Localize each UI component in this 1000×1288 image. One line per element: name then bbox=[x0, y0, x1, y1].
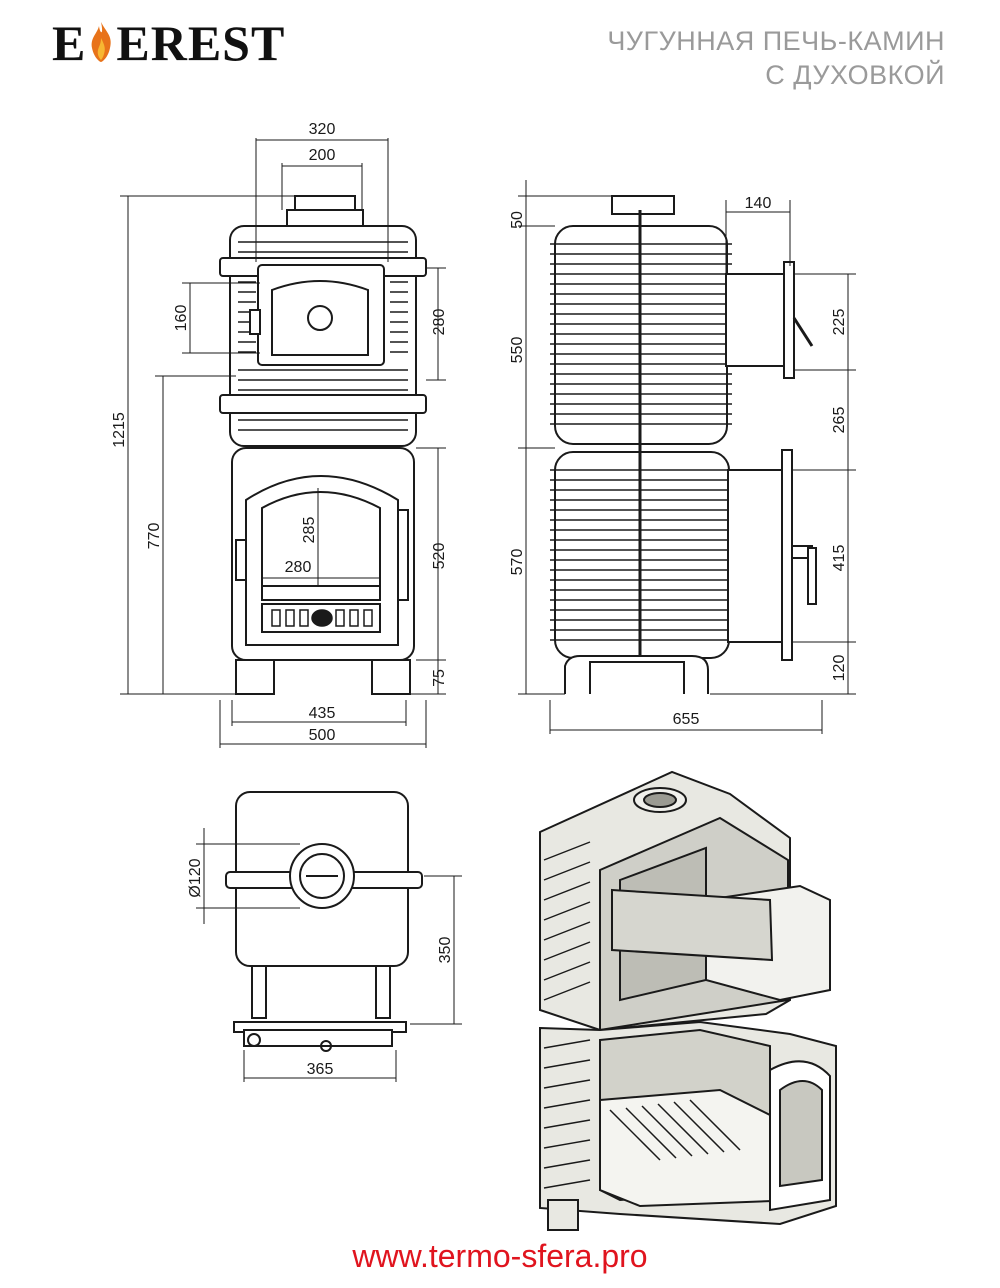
brand-logo: E EREST bbox=[52, 14, 285, 72]
logo-text-rest: EREST bbox=[116, 15, 286, 71]
dim-side-lower-body: 570 bbox=[509, 549, 526, 576]
dim-side-upper-body: 550 bbox=[509, 337, 526, 364]
dim-side-overall-depth: 655 bbox=[673, 711, 700, 728]
dim-side-collar: 50 bbox=[509, 211, 526, 229]
front-dimension-lines bbox=[120, 138, 446, 748]
dim-side-oven-door: 225 bbox=[831, 309, 848, 336]
dim-front-base-width: 435 bbox=[309, 705, 336, 722]
heading-line-2: С ДУХОВКОЙ bbox=[765, 60, 945, 90]
side-view bbox=[550, 195, 817, 694]
website-url[interactable]: www.termo-sfera.pro bbox=[352, 1238, 648, 1274]
cutaway-view bbox=[539, 770, 837, 1231]
dim-top-body-depth: 350 bbox=[437, 937, 454, 964]
dim-front-top-width: 320 bbox=[309, 121, 336, 138]
dim-front-glass-width: 280 bbox=[285, 559, 312, 576]
dim-front-oven-height: 160 bbox=[173, 305, 190, 332]
dim-side-gap: 265 bbox=[831, 407, 848, 434]
dim-side-oven-depth: 140 bbox=[745, 195, 772, 212]
dim-front-overall-height: 1215 bbox=[111, 412, 128, 448]
dim-front-flue-width: 200 bbox=[309, 147, 336, 164]
top-dimension-lines bbox=[196, 828, 462, 1082]
side-dimension-lines bbox=[518, 180, 856, 734]
heading-line-1: ЧУГУННАЯ ПЕЧЬ-КАМИН bbox=[607, 26, 945, 56]
front-view bbox=[219, 195, 427, 695]
dim-top-flue-diameter: Ø120 bbox=[187, 858, 204, 897]
dim-side-door-height: 415 bbox=[831, 545, 848, 572]
side-dimension-labels: 50 140 550 225 265 570 415 120 655 bbox=[509, 195, 848, 728]
dim-front-legs: 75 bbox=[431, 669, 448, 687]
flame-icon bbox=[92, 22, 112, 62]
product-heading: ЧУГУННАЯ ПЕЧЬ-КАМИН С ДУХОВКОЙ bbox=[607, 24, 945, 92]
front-dimension-labels: 320 200 1215 160 280 770 285 280 520 75 … bbox=[111, 121, 448, 744]
dim-front-overall-width: 500 bbox=[309, 727, 336, 744]
dim-front-oven-band: 280 bbox=[431, 309, 448, 336]
dim-front-lower-body: 520 bbox=[431, 543, 448, 570]
dim-side-legs: 120 bbox=[831, 655, 848, 682]
top-view bbox=[225, 791, 423, 1052]
logo-letter-e: E bbox=[52, 15, 87, 71]
dim-front-glass-height: 285 bbox=[301, 517, 318, 544]
side-lower-ribs bbox=[550, 469, 734, 641]
dim-top-leg-span: 365 bbox=[307, 1061, 334, 1078]
top-dimension-labels: Ø120 350 365 bbox=[187, 858, 454, 1078]
dim-front-firebox-height: 770 bbox=[146, 523, 163, 550]
